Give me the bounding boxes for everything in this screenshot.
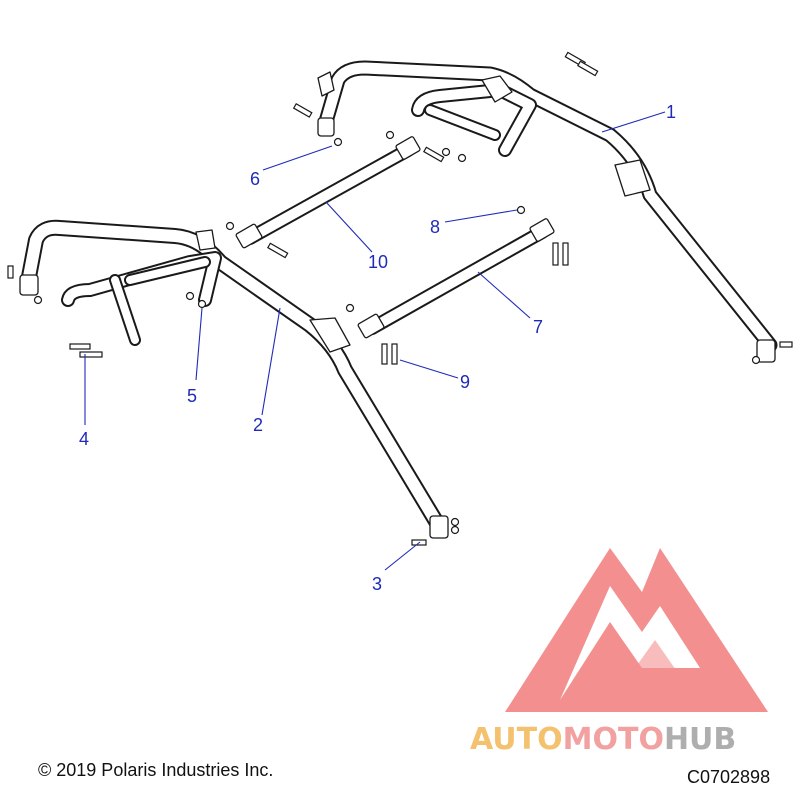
callout-2: 2: [253, 415, 264, 435]
rear-foot-left: [317, 117, 335, 137]
cross-bar-part-7: [357, 218, 555, 339]
callout-8: 8: [430, 217, 441, 237]
callout-4: 4: [79, 429, 90, 449]
leader-lines: [84, 111, 666, 571]
bolt: [552, 242, 559, 266]
automotohub-logo: [505, 548, 768, 712]
front-gusset-top: [195, 229, 216, 251]
front-foot-right: [429, 515, 449, 539]
rear-tab: [317, 71, 335, 97]
leader-2: [261, 307, 281, 416]
nut: [225, 221, 235, 231]
figure-code: C0702898: [687, 767, 771, 787]
bolt: [423, 146, 445, 163]
leader-6: [262, 145, 333, 171]
rear-cage-part-1: [317, 60, 778, 363]
bolt: [381, 343, 388, 365]
callout-1: 1: [666, 102, 677, 122]
rear-foot-right: [756, 339, 776, 363]
front-foot-left: [19, 274, 39, 296]
rear-gusset-top: [481, 75, 513, 103]
callout-6: 6: [250, 169, 261, 189]
cross-bar-part-10: [235, 136, 421, 249]
leader-7: [477, 271, 531, 319]
bolt: [7, 265, 14, 279]
callout-5: 5: [187, 386, 198, 406]
leader-8: [444, 209, 518, 223]
watermark-brand-text: AUTOMOTOHUB: [470, 722, 736, 757]
copyright-notice: © 2019 Polaris Industries Inc.: [38, 760, 274, 780]
nut: [450, 525, 460, 535]
nut: [516, 205, 526, 215]
leader-5: [195, 307, 203, 381]
brand-hub: HUB: [663, 722, 737, 757]
bolt: [779, 341, 793, 348]
bolt: [69, 343, 91, 350]
leader-9: [399, 359, 459, 379]
nut: [457, 153, 467, 163]
brand-moto: MOTO: [562, 722, 664, 757]
callout-7: 7: [533, 317, 544, 337]
nut: [33, 295, 43, 305]
nut: [441, 147, 451, 157]
bolt: [391, 343, 398, 365]
nut: [345, 303, 355, 313]
leader-10: [325, 201, 373, 253]
nut: [385, 130, 395, 140]
bolt: [292, 102, 313, 118]
front-cage-part-2: [19, 219, 449, 539]
callout-3: 3: [372, 574, 383, 594]
nut: [751, 355, 761, 365]
brand-auto: AUTO: [470, 722, 563, 757]
nut: [333, 137, 343, 147]
fasteners: [7, 51, 793, 546]
callout-9: 9: [460, 372, 471, 392]
callout-10: 10: [368, 252, 389, 272]
bolt: [79, 351, 103, 358]
leader-3: [384, 541, 421, 571]
bolt: [267, 242, 289, 259]
bolt: [562, 242, 569, 266]
front-gusset: [309, 317, 351, 353]
nut: [197, 299, 207, 309]
bolt: [577, 60, 599, 77]
rear-gusset-side: [614, 159, 651, 197]
nut: [185, 291, 195, 301]
nut: [450, 517, 460, 527]
leader-1: [601, 111, 666, 133]
